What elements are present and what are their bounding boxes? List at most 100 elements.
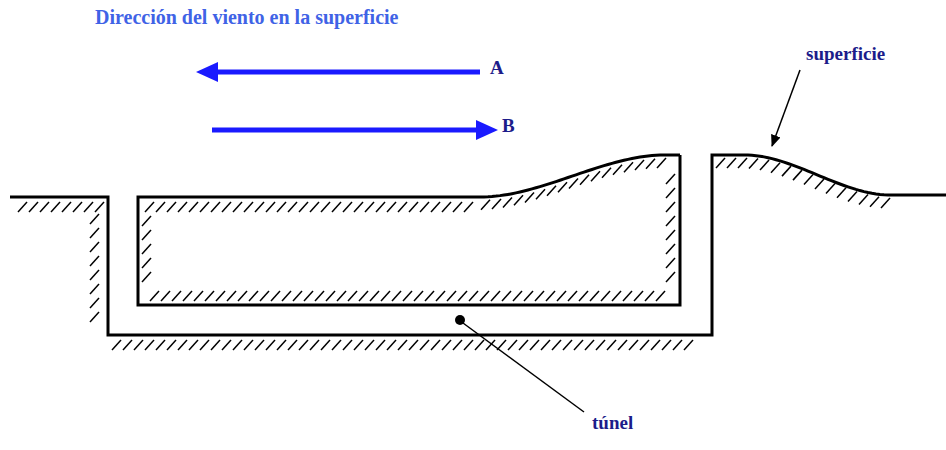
hatch-mark xyxy=(475,340,484,350)
hatch-mark xyxy=(189,202,198,212)
hatch-mark xyxy=(563,340,572,350)
hatch-mark xyxy=(156,340,165,350)
hatch-mark xyxy=(183,291,192,301)
hatch-mark xyxy=(227,291,236,301)
hatch-mark xyxy=(332,340,341,350)
hatch-mark xyxy=(376,340,385,350)
ground-outline xyxy=(10,155,946,335)
hatch-mark xyxy=(574,340,583,350)
hatch-mark xyxy=(634,291,643,301)
hatch-mark xyxy=(442,202,451,212)
hatch-mark xyxy=(387,340,396,350)
hatch-mark xyxy=(837,188,846,198)
hatch-mark xyxy=(464,340,473,350)
hatch-mark xyxy=(881,198,890,208)
hatch-mark xyxy=(657,158,666,168)
hatch-mark xyxy=(277,202,286,212)
hatch-mark xyxy=(804,174,813,184)
hatch-mark xyxy=(569,178,578,188)
hatch-mark xyxy=(40,202,49,212)
hatch-mark xyxy=(666,272,675,282)
hatch-mark xyxy=(90,228,99,238)
hatch-mark xyxy=(321,202,330,212)
hatch-mark xyxy=(142,230,151,240)
hatch-mark xyxy=(277,340,286,350)
hatch-mark xyxy=(222,340,231,350)
hatch-mark xyxy=(90,214,99,224)
hatch-mark xyxy=(514,195,523,205)
wind-arrowhead-a xyxy=(196,62,218,82)
hatch-mark xyxy=(142,272,151,282)
hatch-mark xyxy=(782,166,791,176)
hatch-mark xyxy=(189,340,198,350)
hatch-mark xyxy=(541,340,550,350)
hatch-mark xyxy=(167,340,176,350)
hatch-mark xyxy=(420,340,429,350)
hatch-mark xyxy=(90,270,99,280)
diagram-title: Dirección del viento en la superficie xyxy=(95,6,398,28)
hatch-mark xyxy=(602,168,611,178)
hatch-mark xyxy=(211,340,220,350)
hatch-mark xyxy=(142,258,151,268)
hatch-mark xyxy=(629,340,638,350)
hatch-mark xyxy=(492,199,501,209)
hatch-mark xyxy=(651,340,660,350)
wind-label: B xyxy=(502,116,515,137)
hatch-mark xyxy=(233,202,242,212)
leader-line xyxy=(772,70,800,146)
hatch-mark xyxy=(618,340,627,350)
hatch-mark xyxy=(453,340,462,350)
hatch-mark xyxy=(673,340,682,350)
hatch-mark xyxy=(222,202,231,212)
hatch-mark xyxy=(793,170,802,180)
hatch-mark xyxy=(310,340,319,350)
hatch-mark xyxy=(271,291,280,301)
hatch-mark xyxy=(354,340,363,350)
hatch-mark xyxy=(536,189,545,199)
ground-surface xyxy=(10,155,946,335)
hatch-mark xyxy=(343,340,352,350)
hatch-mark xyxy=(398,340,407,350)
hatch-mark xyxy=(558,182,567,192)
hatch-mark xyxy=(525,192,534,202)
hatch-mark xyxy=(519,340,528,350)
hatch-mark xyxy=(18,202,27,212)
hatch-mark xyxy=(211,202,220,212)
hatch-mark xyxy=(299,340,308,350)
hatch-mark xyxy=(178,340,187,350)
hatch-mark xyxy=(623,291,632,301)
ground-hatching xyxy=(18,158,890,350)
hatch-mark xyxy=(481,200,490,210)
hatch-mark xyxy=(167,202,176,212)
hatch-mark xyxy=(420,202,429,212)
hatch-mark xyxy=(62,202,71,212)
hatch-mark xyxy=(387,202,396,212)
hatch-mark xyxy=(870,197,879,207)
hatch-mark xyxy=(656,291,665,301)
hatch-mark xyxy=(524,291,533,301)
hatch-mark xyxy=(635,160,644,170)
hatch-mark xyxy=(95,202,104,212)
hatch-mark xyxy=(90,256,99,266)
hatch-mark xyxy=(326,291,335,301)
hatch-mark xyxy=(469,291,478,301)
surface-label: superficie xyxy=(806,44,885,65)
hatch-mark xyxy=(90,284,99,294)
hatch-mark xyxy=(596,340,605,350)
hatch-mark xyxy=(29,202,38,212)
hatch-mark xyxy=(293,291,302,301)
hatch-mark xyxy=(859,195,868,205)
hatch-mark xyxy=(666,244,675,254)
hatch-mark xyxy=(666,216,675,226)
hatch-mark xyxy=(315,291,324,301)
wind-arrow-a xyxy=(212,70,480,75)
hatch-mark xyxy=(535,291,544,301)
hatch-mark xyxy=(244,202,253,212)
hatch-mark xyxy=(491,291,500,301)
hatch-mark xyxy=(503,197,512,207)
hatch-mark xyxy=(376,202,385,212)
hatch-mark xyxy=(530,340,539,350)
hatch-mark xyxy=(403,291,412,301)
